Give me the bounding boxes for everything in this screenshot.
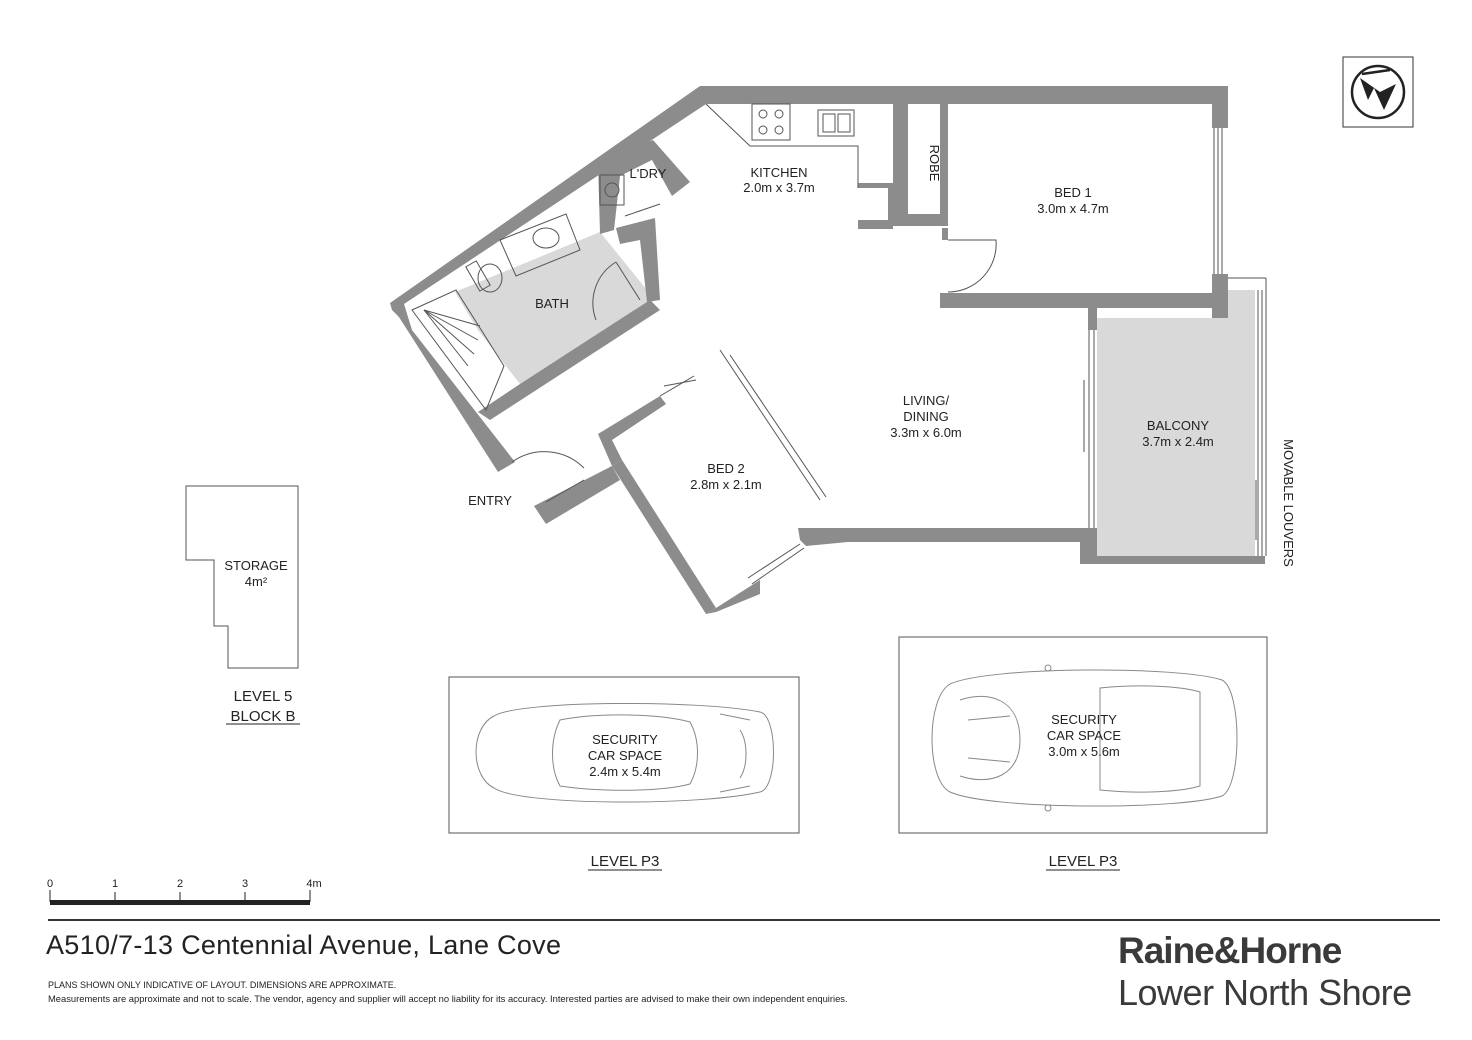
kitchen-label: KITCHEN [750, 165, 807, 180]
louvers-label: MOVABLE LOUVERS [1281, 439, 1296, 567]
fixtures [411, 103, 1267, 585]
disclaimer-text: Measurements are approximate and not to … [48, 993, 848, 1004]
footer-rule [48, 919, 1440, 921]
bed2-label: BED 2 [707, 461, 745, 476]
level-labels: LEVEL 5 BLOCK B LEVEL P3 LEVEL P3 [226, 688, 1120, 871]
living-size: 3.3m x 6.0m [890, 425, 962, 440]
dining-label: DINING [903, 409, 949, 424]
car-space-box-2 [898, 636, 1268, 834]
walls [390, 86, 1265, 614]
car-space-box-1 [448, 676, 800, 834]
bath-label: BATH [535, 296, 569, 311]
scale-bar: 0 1 2 3 4m [47, 878, 322, 905]
entry-label: ENTRY [468, 493, 512, 508]
scale-tick-label: 2 [177, 878, 183, 890]
balcony-label: BALCONY [1147, 418, 1209, 433]
car-space-2-line1: SECURITY [1051, 712, 1117, 727]
car-space-1-line2: CAR SPACE [588, 748, 662, 763]
bed2-size: 2.8m x 2.1m [690, 477, 762, 492]
car-icon [931, 664, 1238, 812]
car-space-1-line1: SECURITY [592, 732, 658, 747]
storage-size: 4m² [245, 574, 268, 589]
balcony-fill [1097, 290, 1255, 556]
north-arrow-icon [1342, 56, 1414, 128]
kitchen-size: 2.0m x 3.7m [743, 180, 815, 195]
car-space-2-line2: CAR SPACE [1047, 728, 1121, 743]
car-space-1-level: LEVEL P3 [591, 853, 660, 870]
storage-outline [185, 485, 299, 669]
wet-areas [455, 232, 1255, 556]
agency-logo-name: Raine&Horne [1118, 930, 1342, 971]
scale-tick-label: 0 [47, 878, 53, 890]
scale-tick-label: 1 [112, 878, 118, 890]
bath-fill [455, 232, 655, 384]
scale-tick-label: 4m [306, 878, 321, 890]
storage-block-label: BLOCK B [230, 708, 295, 725]
scale-tick-label: 3 [242, 878, 248, 890]
bed1-label: BED 1 [1054, 185, 1092, 200]
robe-label: ROBE [927, 145, 942, 182]
agency-logo-office: Lower North Shore [1118, 972, 1412, 1013]
storage-level-label: LEVEL 5 [234, 688, 293, 705]
disclaimer-heading: PLANS SHOWN ONLY INDICATIVE OF LAYOUT. D… [48, 980, 397, 990]
laundry-label: L'DRY [630, 166, 667, 181]
property-address: A510/7-13 Centennial Avenue, Lane Cove [46, 930, 562, 960]
car-icon [475, 702, 774, 803]
car-space-2-size: 3.0m x 5.6m [1048, 744, 1120, 759]
bed1-size: 3.0m x 4.7m [1037, 201, 1109, 216]
room-labels: KITCHEN 2.0m x 3.7m L'DRY ROBE BED 1 3.0… [224, 145, 1296, 779]
car-space-1-size: 2.4m x 5.4m [589, 764, 661, 779]
storage-label: STORAGE [224, 558, 288, 573]
living-label: LIVING/ [903, 393, 950, 408]
balcony-size: 3.7m x 2.4m [1142, 434, 1214, 449]
car-space-2-level: LEVEL P3 [1049, 853, 1118, 870]
